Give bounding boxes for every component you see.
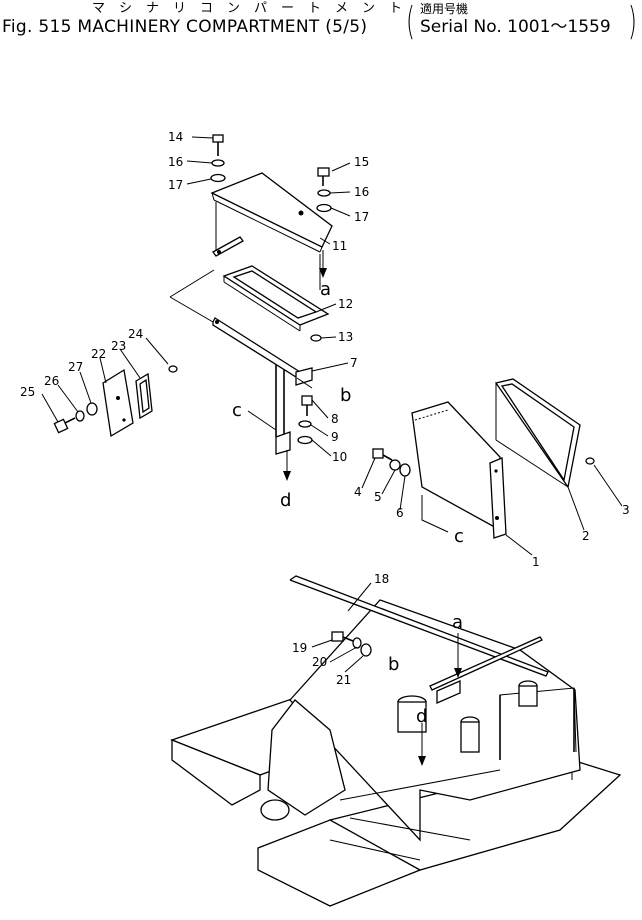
cover-plate-11 [210, 172, 333, 290]
callout-26: 26 [44, 374, 59, 388]
callout-16a: 16 [168, 155, 183, 169]
ref-d-bottom: d [416, 706, 427, 727]
washer-10 [297, 435, 313, 445]
callout-11: 11 [332, 239, 347, 253]
callout-9: 9 [331, 430, 339, 444]
screen-2 [494, 378, 581, 489]
ref-c-right: c [454, 526, 464, 547]
bolt-8 [301, 395, 313, 416]
title-kana: マシナリコンパートメント [92, 1, 417, 16]
washer-17b [316, 203, 332, 213]
washer-21 [360, 643, 372, 657]
applicable-label: 適用号機 [420, 2, 469, 16]
callout-3: 3 [622, 503, 630, 517]
callout-22: 22 [91, 347, 106, 361]
seal-frame-12 [222, 265, 330, 332]
washer-5 [389, 459, 401, 471]
callout-23: 23 [111, 339, 126, 353]
washer-13 [310, 334, 322, 342]
bracket-7 [169, 269, 313, 455]
callout-12: 12 [338, 297, 353, 311]
callout-13: 13 [338, 330, 353, 344]
callout-15: 15 [354, 155, 369, 169]
ref-b-bottom: b [388, 654, 399, 675]
machine-base [170, 575, 622, 907]
ref-c-top: c [232, 400, 242, 421]
callout-6: 6 [396, 506, 404, 520]
figure-title: Fig. 515 MACHINERY COMPARTMENT (5/5) [2, 17, 368, 37]
ref-a-bottom: a [452, 612, 463, 633]
callout-10: 10 [332, 450, 347, 464]
washer-9 [298, 420, 312, 428]
washer-20 [352, 637, 362, 649]
washer-3 [585, 457, 595, 465]
callout-5: 5 [374, 490, 382, 504]
gasket-23 [135, 372, 153, 420]
callout-16b: 16 [354, 185, 369, 199]
serial-range: Serial No. 1001～1559 [420, 17, 611, 37]
washer-6 [399, 463, 411, 477]
bolt-25 [53, 417, 76, 434]
ref-a-top: a [320, 279, 331, 300]
callout-7: 7 [350, 356, 358, 370]
washer-26 [75, 410, 85, 422]
panel-1 [411, 401, 507, 539]
callout-4: 4 [354, 485, 362, 499]
callout-8: 8 [331, 412, 339, 426]
washer-27 [86, 402, 98, 416]
bolt-19 [331, 631, 354, 642]
callout-24: 24 [128, 327, 143, 341]
callout-17a: 17 [168, 178, 183, 192]
washer-24 [168, 365, 178, 373]
washer-16b [317, 189, 331, 197]
bolt-15 [317, 167, 330, 186]
callout-17b: 17 [354, 210, 369, 224]
callout-25: 25 [20, 385, 35, 399]
callout-19: 19 [292, 641, 307, 655]
plate-22 [102, 368, 134, 438]
ref-d-top: d [280, 490, 291, 511]
leader-lines [41, 136, 623, 673]
serial-close-paren: ) [628, 0, 637, 43]
ref-b-top: b [340, 385, 351, 406]
callout-18: 18 [374, 572, 389, 586]
callout-21: 21 [336, 673, 351, 687]
callout-20: 20 [312, 655, 327, 669]
bolt-14 [212, 134, 224, 156]
callout-14: 14 [168, 130, 183, 144]
washer-17a [210, 173, 226, 183]
callout-2: 2 [582, 529, 590, 543]
callout-27: 27 [68, 360, 83, 374]
serial-open-paren: ( [406, 0, 415, 43]
callout-1: 1 [532, 555, 540, 569]
washer-16a [211, 159, 225, 167]
bolt-4 [372, 448, 393, 461]
